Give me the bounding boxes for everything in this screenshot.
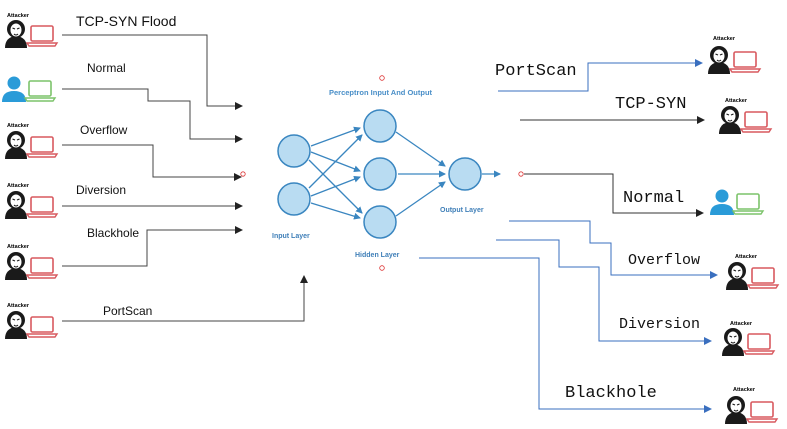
- right-label-tcp-syn: TCP-SYN: [615, 95, 686, 114]
- perceptron-network: Perceptron Input And Output Input Layer …: [272, 75, 501, 271]
- connector-normal: [62, 88, 243, 143]
- connector-overflow: [62, 144, 242, 181]
- connector-portscan: [62, 275, 308, 322]
- left-normal-user: [1, 75, 56, 103]
- attacker-caption: Attacker: [7, 303, 30, 309]
- connector-right-overflow: [509, 220, 718, 279]
- left-attacker-diversion: Attacker: [4, 183, 58, 220]
- attacker-caption: Attacker: [7, 13, 30, 19]
- right-label-normal: Normal: [623, 189, 684, 208]
- right-attacker-blackhole: Attacker: [724, 387, 778, 425]
- left-label-blackhole: Blackhole: [87, 226, 139, 240]
- right-label-overflow: Overflow: [628, 252, 700, 269]
- output-layer-label: Output Layer: [440, 207, 484, 214]
- left-attacker-portscan: Attacker: [4, 303, 58, 340]
- hidden-node: [363, 109, 397, 143]
- right-attacker-overflow: Attacker: [725, 254, 779, 291]
- input-port-dot: [240, 171, 246, 177]
- left-label-normal: Normal: [87, 61, 126, 75]
- connector-blackhole: [62, 226, 243, 267]
- right-attacker-tcp-syn: Attacker: [718, 98, 772, 135]
- connector-right-portscan: [498, 59, 703, 92]
- right-label-diversion: Diversion: [619, 316, 700, 333]
- input-node: [277, 182, 311, 216]
- hidden-node: [363, 157, 397, 191]
- network-title: Perceptron Input And Output: [329, 88, 433, 97]
- input-node: [277, 134, 311, 168]
- attacker-caption: Attacker: [733, 387, 756, 393]
- left-label-portscan: PortScan: [103, 304, 152, 318]
- left-label-diversion: Diversion: [76, 183, 126, 197]
- right-label-blackhole: Blackhole: [565, 384, 657, 403]
- right-attacker-portscan: Attacker: [707, 36, 761, 75]
- left-attacker-tcp-syn: Attacker: [4, 13, 58, 49]
- left-label-tcp-syn-flood: TCP-SYN Flood: [76, 13, 176, 29]
- left-attacker-overflow: Attacker: [4, 123, 58, 160]
- attacker-caption: Attacker: [735, 254, 758, 260]
- connector-tcp-syn-flood: [62, 34, 243, 110]
- hidden-layer-label: Hidden Layer: [355, 252, 400, 259]
- left-label-overflow: Overflow: [80, 123, 128, 137]
- output-port-dot: [518, 171, 524, 177]
- attacker-caption: Attacker: [7, 244, 30, 250]
- attacker-caption: Attacker: [725, 98, 748, 104]
- left-attacker-blackhole: Attacker: [4, 244, 58, 281]
- input-layer-label: Input Layer: [272, 233, 310, 240]
- attacker-caption: Attacker: [7, 123, 30, 129]
- right-label-portscan: PortScan: [495, 62, 577, 81]
- output-node: [448, 157, 482, 191]
- connector-right-normal: [524, 173, 704, 217]
- connector-right-diversion: [496, 239, 712, 345]
- attacker-caption: Attacker: [730, 321, 753, 327]
- connector-right-blackhole: [419, 257, 712, 413]
- hidden-node: [363, 205, 397, 239]
- right-normal-user: [709, 188, 764, 216]
- right-attacker-diversion: Attacker: [721, 321, 775, 357]
- attacker-caption: Attacker: [7, 183, 30, 189]
- attacker-caption: Attacker: [713, 36, 736, 42]
